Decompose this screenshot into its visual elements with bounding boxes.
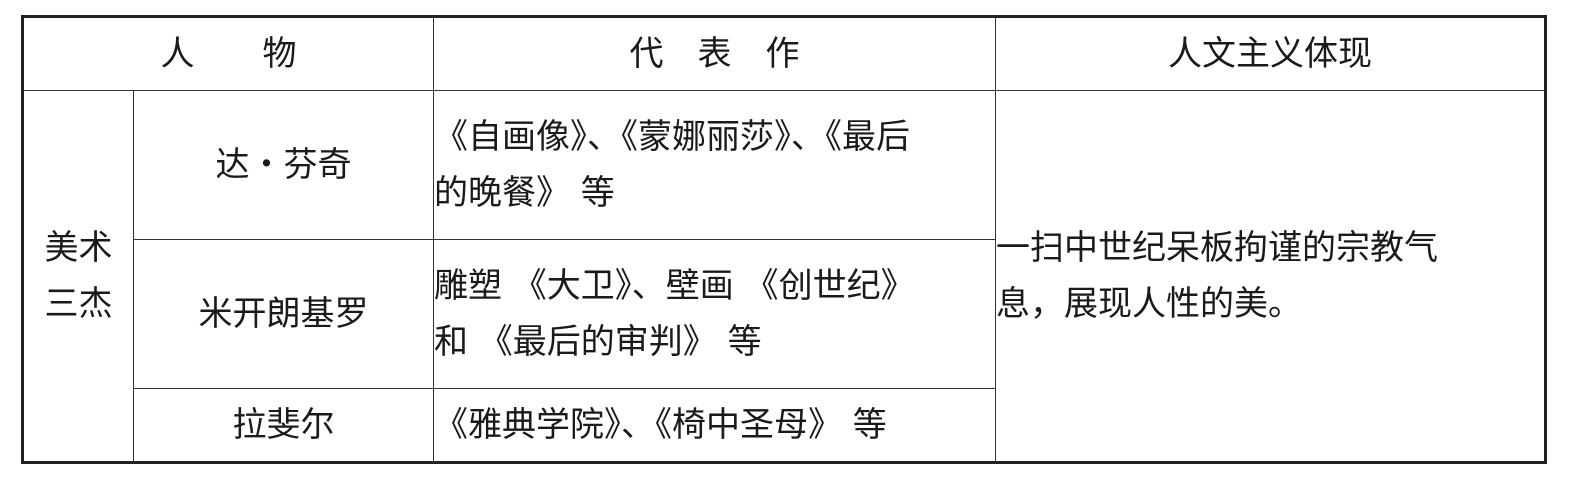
person-name: 米开朗基罗 <box>133 239 434 389</box>
group-label-line1: 美术 <box>44 228 113 268</box>
renaissance-art-table: 人 物 代 表 作 人文主义体现 美术 三杰 达・芬奇 《自画像》、《蒙娜丽莎》… <box>21 15 1547 464</box>
works-line: 雕塑 《大卫》、壁画 《创世纪》 <box>434 266 915 306</box>
humanism-cell: 一扫中世纪呆板拘谨的宗教气 息，展现人性的美。 <box>995 90 1546 463</box>
group-label-line2: 三杰 <box>44 284 113 324</box>
works-line: 《自画像》、《蒙娜丽莎》、《最后 <box>434 117 910 157</box>
header-works: 代 表 作 <box>433 16 996 91</box>
works-line: 的晚餐》 等 <box>434 173 615 213</box>
group-label-cell: 美术 三杰 <box>22 90 134 463</box>
works-line: 和 《最后的审判》 等 <box>434 322 762 362</box>
works-cell: 《雅典学院》、《椅中圣母》 等 <box>433 388 996 463</box>
table-row: 美术 三杰 达・芬奇 《自画像》、《蒙娜丽莎》、《最后 的晚餐》 等 一扫中世纪… <box>22 90 1546 463</box>
works-cell: 雕塑 《大卫》、壁画 《创世纪》 和 《最后的审判》 等 <box>433 239 996 389</box>
header-humanism: 人文主义体现 <box>995 16 1546 91</box>
humanism-line: 息，展现人性的美。 <box>996 284 1302 324</box>
table-row: 米开朗基罗 雕塑 《大卫》、壁画 《创世纪》 和 《最后的审判》 等 <box>23 239 1546 389</box>
works-line: 《雅典学院》、《椅中圣母》 等 <box>434 405 887 445</box>
header-person: 人 物 <box>22 16 434 91</box>
table-row: 拉斐尔 《雅典学院》、《椅中圣母》 等 <box>23 388 1546 463</box>
person-name: 拉斐尔 <box>133 388 434 463</box>
works-cell: 《自画像》、《蒙娜丽莎》、《最后 的晚餐》 等 <box>433 90 996 240</box>
person-name: 达・芬奇 <box>133 90 434 240</box>
humanism-line: 一扫中世纪呆板拘谨的宗教气 <box>996 228 1438 268</box>
header-row: 人 物 代 表 作 人文主义体现 <box>22 16 1546 91</box>
